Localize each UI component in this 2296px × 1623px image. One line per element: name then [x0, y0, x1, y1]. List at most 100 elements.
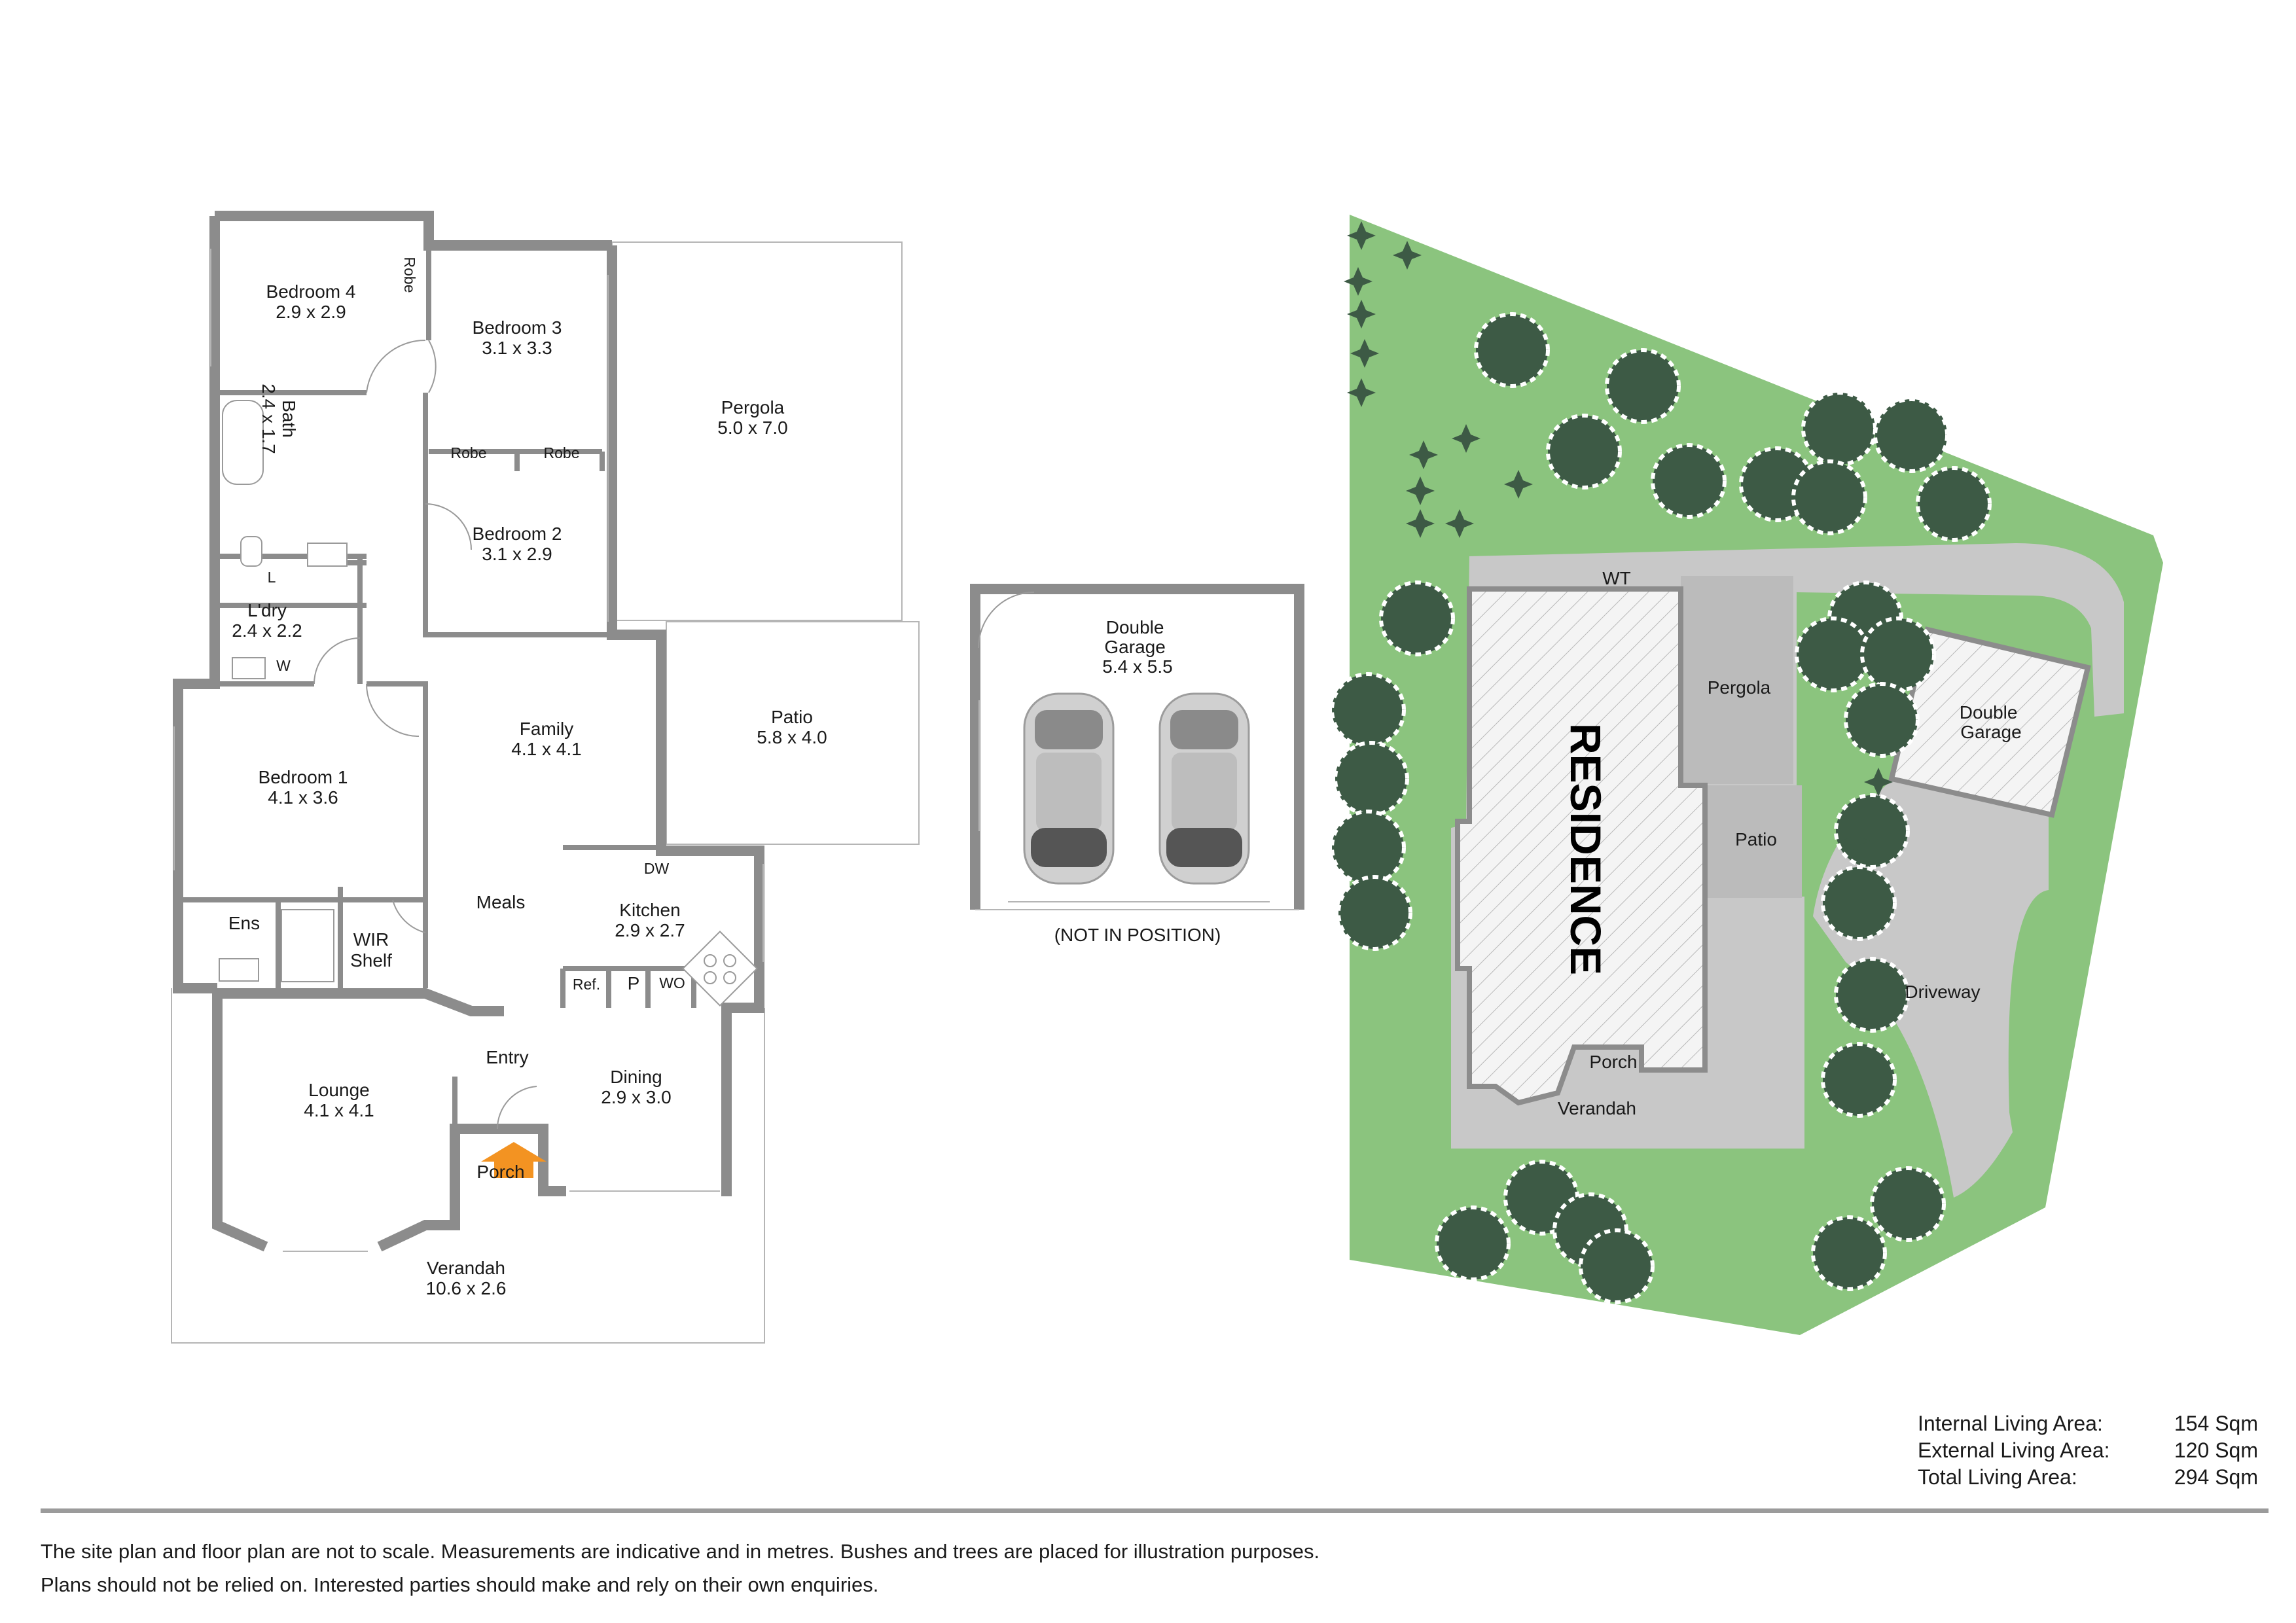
tree-icons	[1330, 221, 1992, 1304]
site-porch-label: Porch	[1589, 1052, 1637, 1072]
room-label-fridge: Ref.	[573, 976, 600, 993]
area-row: Internal Living Area:154 Sqm	[1918, 1412, 2258, 1435]
garage-title: Double Garage 5.4 x 5.5	[1102, 617, 1172, 677]
room-label-robe_b3b: Robe	[544, 444, 580, 461]
tree-icon	[1579, 1228, 1655, 1304]
tree-icon	[1860, 616, 1936, 692]
room-label-entry: Entry	[486, 1047, 528, 1067]
tree-icon	[1330, 672, 1406, 748]
site-pergola	[1681, 576, 1793, 784]
tree-icon	[1834, 957, 1910, 1033]
tree-icon	[1435, 1205, 1511, 1281]
room-label-linen: L	[268, 569, 276, 586]
cooktop	[682, 931, 758, 1007]
residence-label: RESIDENCE	[1562, 723, 1610, 975]
area-row: External Living Area:120 Sqm	[1918, 1438, 2258, 1462]
palm-icon	[1409, 440, 1438, 469]
toilet	[240, 536, 262, 567]
car-icons	[1023, 692, 1250, 885]
palm-icon	[1841, 827, 1870, 855]
site-patio	[1705, 785, 1802, 898]
garage-plan: Double Garage 5.4 x 5.5 (NOT IN POSITION…	[970, 584, 1304, 945]
room-label-bath: Bath2.4 x 1.7	[259, 383, 299, 454]
tree-icon	[1379, 580, 1455, 656]
tree-icon	[1605, 348, 1681, 424]
tree-icon	[1821, 1042, 1897, 1118]
tree-icon	[1474, 312, 1550, 388]
palm-icon	[1350, 339, 1379, 368]
area-row: Total Living Area:294 Sqm	[1918, 1465, 2258, 1489]
tree-icon	[1870, 1166, 1946, 1242]
tree-icon	[1795, 616, 1871, 692]
site-wt-label: WT	[1602, 568, 1631, 588]
room-label-shelf: Shelf	[350, 950, 392, 971]
room-label-washer: W	[276, 657, 291, 674]
divider	[41, 1508, 2269, 1513]
disclaimer: The site plan and floor plan are not to …	[41, 1535, 2200, 1601]
tree-icon	[1791, 459, 1867, 535]
site-patio-label: Patio	[1735, 829, 1777, 849]
disclaimer-line: The site plan and floor plan are not to …	[41, 1540, 1320, 1563]
entry-arrow-icon	[481, 1142, 547, 1178]
palm-icon	[1452, 424, 1480, 453]
tree-icon	[1333, 741, 1409, 817]
disclaimer-line: Plans should not be relied on. Intereste…	[41, 1573, 879, 1596]
palm-icon	[1864, 768, 1893, 796]
garage-note: (NOT IN POSITION)	[1054, 925, 1221, 945]
site-garage-label: Double Garage	[1960, 702, 2023, 742]
room-label-wall_oven: WO	[659, 974, 685, 991]
palm-icon	[1344, 267, 1372, 296]
site-driveway-label: Driveway	[1905, 982, 1980, 1002]
vanity	[307, 543, 348, 567]
palm-icon	[1393, 241, 1422, 270]
room-label-porch: Porch	[476, 1162, 524, 1182]
tree-icon	[1873, 397, 1949, 473]
room-label-wir: WIR	[353, 929, 389, 950]
palm-icon	[1406, 476, 1435, 505]
palm-icon	[1347, 221, 1376, 250]
car-icon	[1023, 692, 1115, 885]
bathtub	[222, 400, 264, 485]
tree-icon	[1844, 682, 1920, 758]
tree-icon	[1916, 466, 1992, 542]
site-verandah-label: Verandah	[1558, 1098, 1636, 1118]
room-label-robe_b4: Robe	[401, 257, 418, 293]
palm-icon	[1504, 470, 1533, 499]
door-swing	[366, 339, 426, 393]
site-pergola-label: Pergola	[1708, 677, 1771, 698]
palm-icon	[1347, 300, 1376, 329]
palm-icon	[1347, 378, 1376, 407]
room-label-pantry: P	[628, 973, 640, 993]
tree-icon	[1330, 810, 1406, 885]
exterior-wall	[173, 211, 764, 1252]
basin	[219, 958, 259, 982]
laundry-tub	[232, 657, 266, 679]
room-label-robe_b3a: Robe	[451, 444, 487, 461]
tree-icon	[1834, 793, 1910, 869]
area-summary: Internal Living Area:154 Sqm External Li…	[1918, 1410, 2258, 1491]
room-label-meals: Meals	[476, 892, 526, 912]
tree-icon	[1336, 875, 1412, 951]
room-label-ensuite: Ens	[228, 913, 260, 933]
site-plan: RESIDENCE WT Pergola Patio Double Garage…	[1330, 215, 2163, 1335]
palm-icon	[1445, 509, 1474, 538]
room-label-dishwasher: DW	[644, 860, 670, 877]
shower	[281, 909, 334, 982]
tree-icon	[1651, 443, 1727, 519]
residence-footprint	[1455, 586, 1708, 1106]
tree-icon	[1801, 391, 1877, 467]
tree-icon	[1821, 865, 1897, 941]
garage-walls	[970, 584, 1304, 910]
